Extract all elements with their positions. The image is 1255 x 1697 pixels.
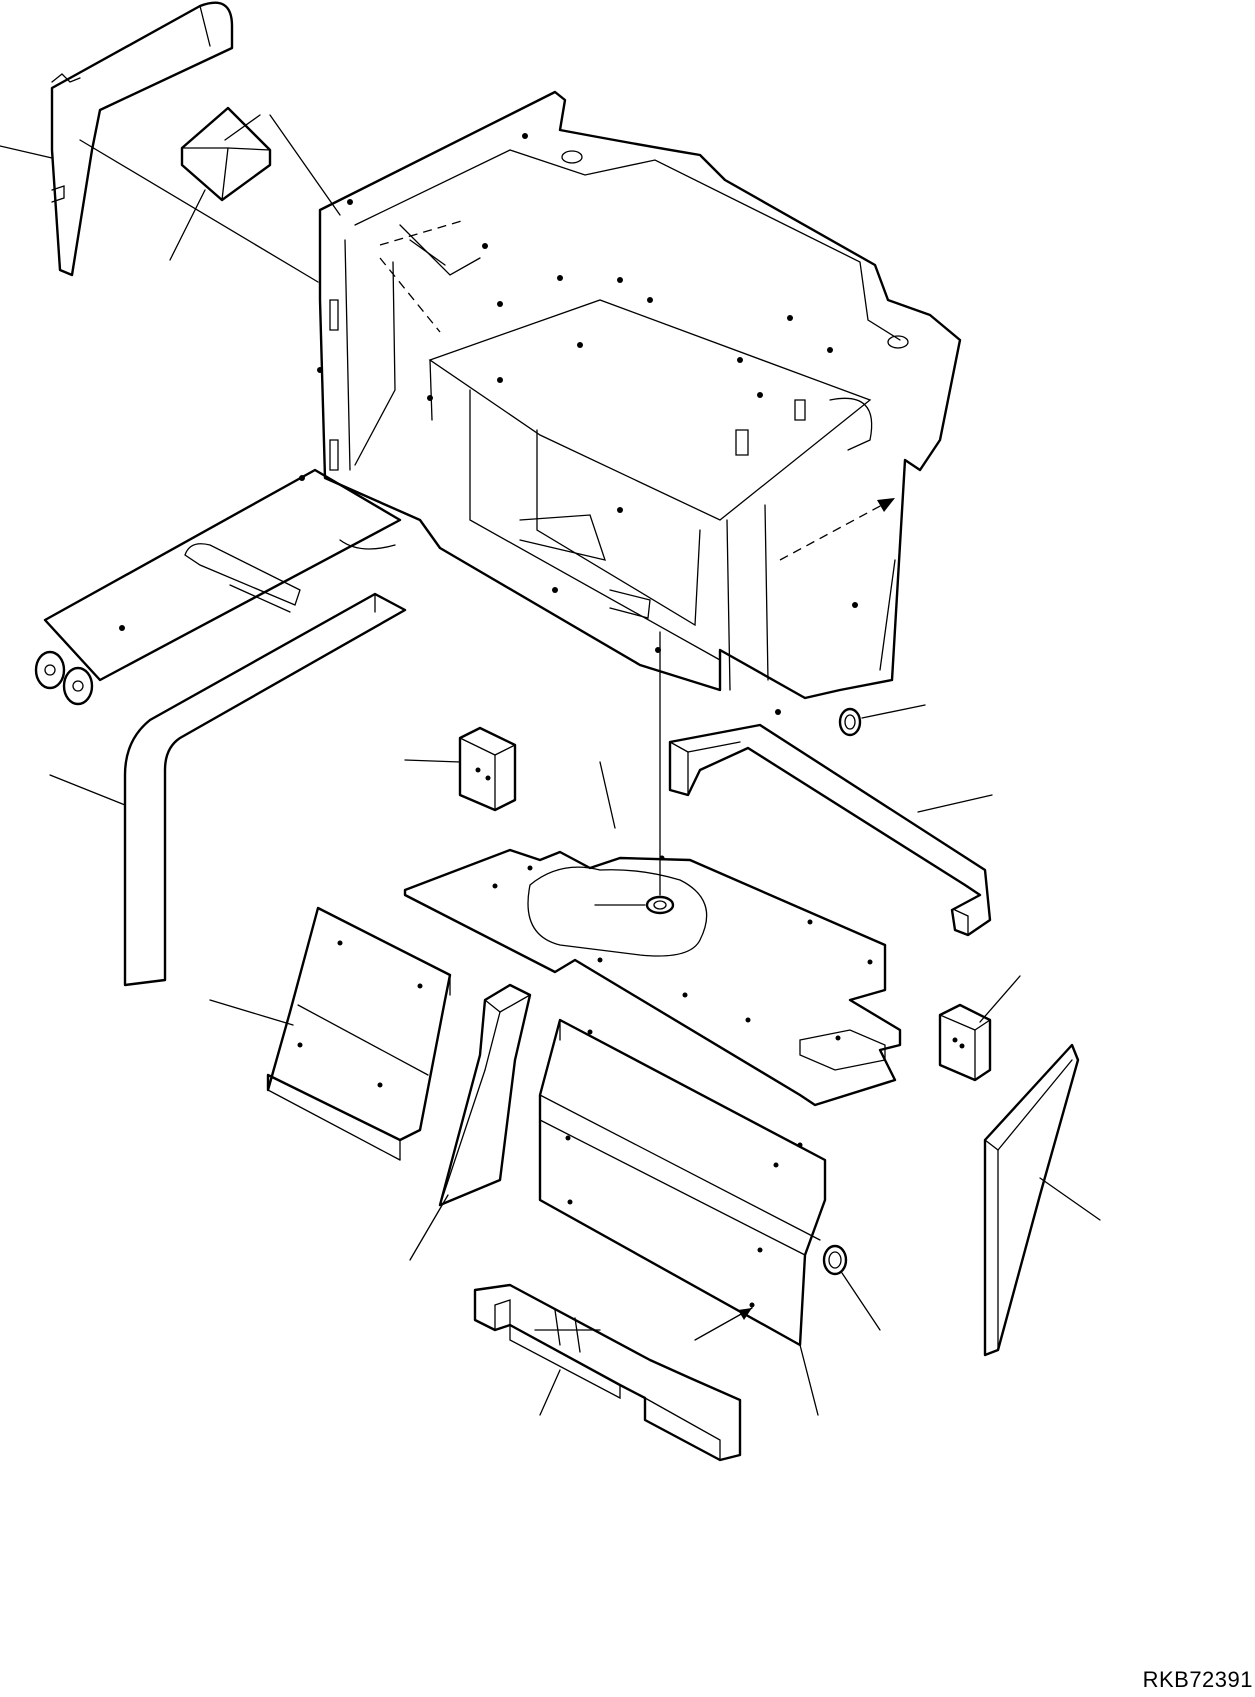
rubber-pad-right: [938, 1003, 992, 1082]
bracket-u-right: [668, 707, 992, 937]
floor-plate: [403, 631, 902, 1107]
side-guard-right: [983, 1043, 1080, 1357]
step-bracket-bottom: [473, 1283, 742, 1462]
mount-block-upper: [180, 106, 272, 202]
operator-cabin-frame: [299, 90, 962, 715]
cover-front-left: [266, 906, 452, 1161]
rubber-pad-left: [458, 726, 517, 812]
dashed-guide-lines: [379, 219, 896, 561]
cover-front-large: [538, 1018, 827, 1347]
side-bracket-curved: [123, 592, 407, 987]
side-guard-left-rear: [50, 1, 234, 277]
cover-narrow-center: [438, 983, 532, 1207]
grommet: [822, 1244, 848, 1276]
floor-arm-rest-mount: [34, 468, 402, 706]
leader-lines: [0, 114, 1101, 1416]
drawing-id-label: RKB72391: [1142, 1667, 1253, 1692]
